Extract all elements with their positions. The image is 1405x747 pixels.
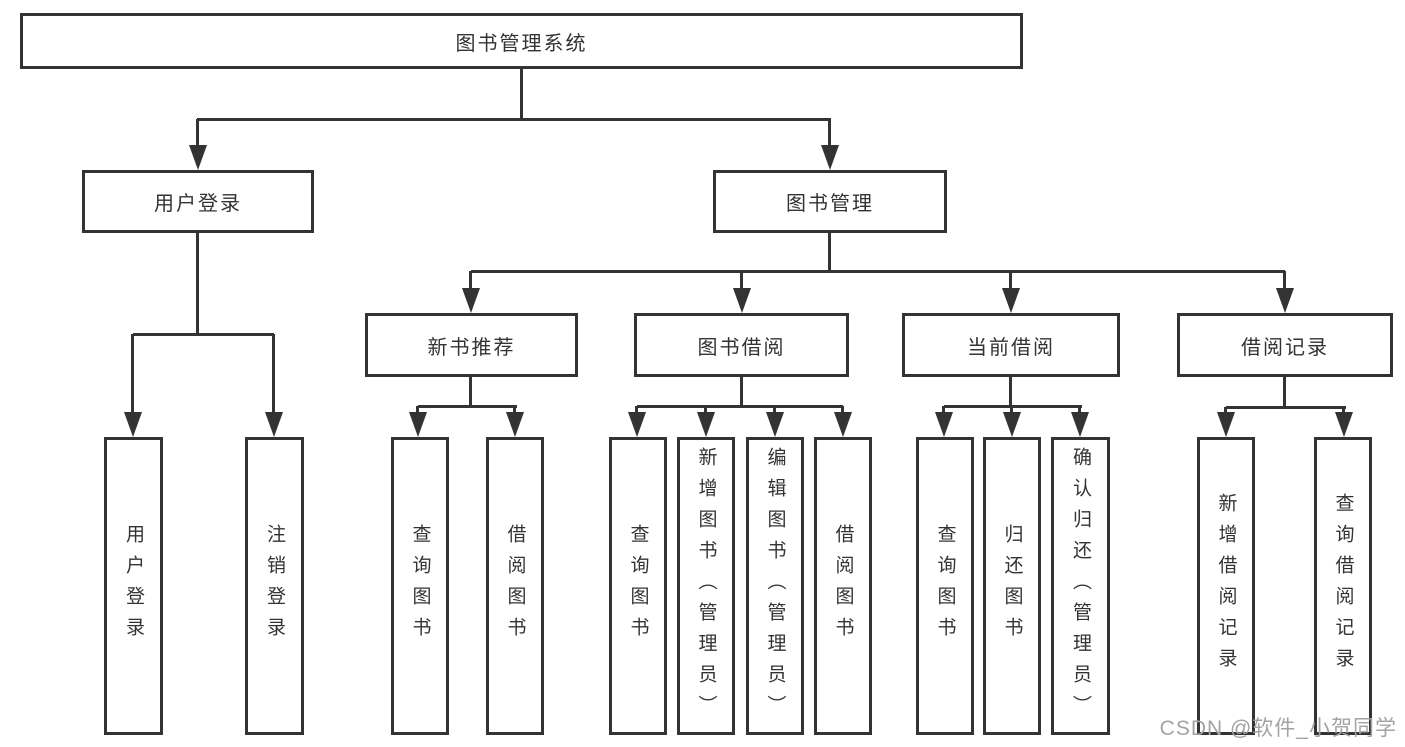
connector-user-login-drop (196, 119, 199, 149)
arrowhead-current-borrow (1002, 288, 1020, 313)
connector-borrow-record-horizontal (1226, 406, 1346, 409)
connector-root-stem (520, 69, 523, 120)
arrowhead-leaf-logout (265, 412, 283, 437)
arrowhead (409, 412, 427, 437)
arrowhead-book-mgmt (821, 145, 839, 170)
leaf-label: 借阅图书 (832, 524, 854, 648)
connector-current-borrow-stem (1009, 377, 1012, 407)
leaf-borrow-books: 借阅图书 (814, 437, 872, 735)
connector-leaf-login-drop (131, 334, 134, 414)
leaf-label: 借阅图书 (504, 524, 526, 648)
leaf-label: 查询借阅记录 (1332, 493, 1354, 679)
arrowhead (935, 412, 953, 437)
leaf-add-books-admin: 新增图书（管理员） (677, 437, 735, 735)
connector-book-mgmt-horizontal (471, 270, 1285, 273)
arrowhead (1003, 412, 1021, 437)
arrowhead (766, 412, 784, 437)
connector-book-mgmt-stem (828, 233, 831, 272)
connector-current-borrow-horizontal (944, 405, 1082, 408)
leaf-confirm-return-admin: 确认归还（管理员） (1051, 437, 1110, 735)
connector-current-borrow-drop (1009, 271, 1012, 291)
arrowhead-new-book (462, 288, 480, 313)
leaf-query-books-borrowing: 查询图书 (609, 437, 667, 735)
node-borrowing-records: 借阅记录 (1177, 313, 1393, 377)
node-current-borrowing: 当前借阅 (902, 313, 1120, 377)
connector-user-login-horizontal (133, 333, 274, 336)
node-book-borrowing: 图书借阅 (634, 313, 849, 377)
arrowhead (1335, 412, 1353, 437)
leaf-user-login: 用户登录 (104, 437, 163, 735)
leaf-return-books: 归还图书 (983, 437, 1041, 735)
arrowhead-book-borrow (733, 288, 751, 313)
node-new-book-recommend: 新书推荐 (365, 313, 578, 377)
leaf-label: 确认归还（管理员） (1070, 446, 1091, 726)
connector-new-book-drop (469, 271, 472, 291)
node-user-login: 用户登录 (82, 170, 314, 233)
leaf-label: 新增借阅记录 (1215, 493, 1237, 679)
csdn-watermark: CSDN @软件_小贺同学 (1159, 717, 1397, 740)
leaf-label: 编辑图书（管理员） (764, 446, 786, 726)
leaf-edit-books-admin: 编辑图书（管理员） (746, 437, 804, 735)
arrowhead-user-login (189, 145, 207, 170)
leaf-query-books-recommend: 查询图书 (391, 437, 449, 735)
leaf-add-borrow-record: 新增借阅记录 (1197, 437, 1255, 735)
connector-new-book-horizontal (418, 405, 517, 408)
leaf-query-books-current: 查询图书 (916, 437, 974, 735)
connector-book-mgmt-drop (828, 119, 831, 149)
leaf-label: 查询图书 (934, 524, 956, 648)
connector-book-borrow-drop (740, 271, 743, 291)
leaf-logout-login: 注销登录 (245, 437, 304, 735)
arrowhead (697, 412, 715, 437)
connector-book-borrow-stem (740, 377, 743, 407)
leaf-query-borrow-record: 查询借阅记录 (1314, 437, 1372, 735)
leaf-label: 查询图书 (627, 524, 649, 648)
leaf-label: 归还图书 (1001, 524, 1023, 648)
arrowhead (628, 412, 646, 437)
arrowhead-leaf-login (124, 412, 142, 437)
leaf-label: 用户登录 (123, 524, 144, 648)
arrowhead (1071, 412, 1089, 437)
connector-user-login-stem (196, 233, 199, 335)
connector-borrow-record-drop (1283, 271, 1286, 291)
arrowhead-borrow-record (1276, 288, 1294, 313)
connector-borrow-record-stem (1283, 377, 1286, 408)
leaf-label: 注销登录 (264, 524, 285, 648)
connector-new-book-stem (469, 377, 472, 407)
arrowhead (1217, 412, 1235, 437)
connector-book-borrow-horizontal (637, 405, 843, 408)
arrowhead (506, 412, 524, 437)
connector-root-horizontal (197, 118, 831, 121)
node-root-book-management-system: 图书管理系统 (20, 13, 1023, 69)
leaf-borrow-books-recommend: 借阅图书 (486, 437, 544, 735)
arrowhead (834, 412, 852, 437)
leaf-label: 查询图书 (409, 524, 431, 648)
node-book-management: 图书管理 (713, 170, 947, 233)
leaf-label: 新增图书（管理员） (695, 446, 717, 726)
connector-leaf-logout-drop (272, 334, 275, 414)
